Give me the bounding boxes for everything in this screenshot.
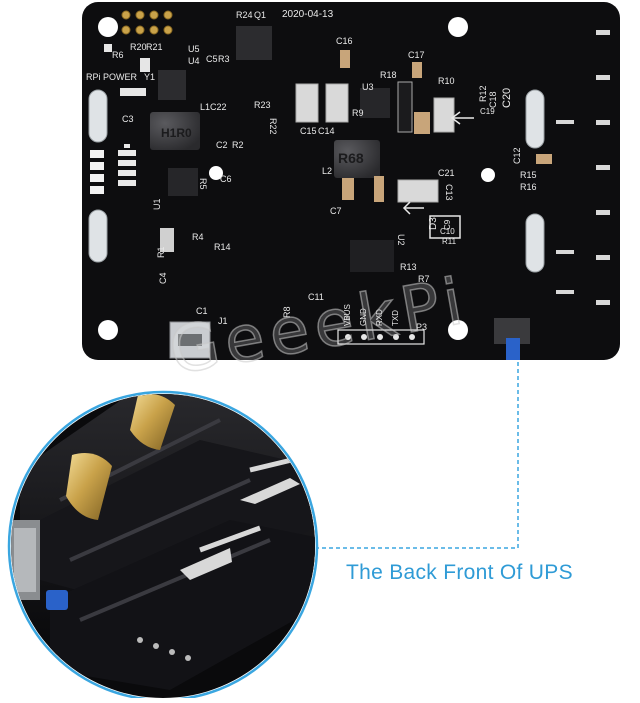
label-rxd: RXD — [375, 309, 384, 326]
label-c11: C11 — [308, 292, 324, 302]
label-j1: J1 — [218, 316, 228, 326]
label-y1: Y1 — [144, 72, 155, 82]
micro-usb-port — [169, 321, 211, 359]
label-c3: C3 — [122, 114, 134, 124]
label-p3: P3 — [416, 322, 427, 332]
label-r5: R5 — [198, 178, 208, 190]
label-d3: D3 — [428, 217, 439, 230]
label-c1: C1 — [196, 306, 208, 316]
power-button — [494, 318, 530, 360]
board-slots — [88, 89, 545, 273]
label-c19: C19 — [480, 107, 495, 116]
zoom-detail-circle — [7, 390, 319, 702]
arrow-markers — [402, 111, 474, 215]
label-c18: C18 — [488, 91, 498, 108]
label-l2: L2 — [322, 166, 332, 176]
label-r23: R23 — [254, 100, 271, 110]
label-r22: R22 — [268, 118, 278, 135]
components — [104, 26, 552, 272]
label-rpi-power: RPi POWER — [86, 72, 138, 82]
label-c14: C14 — [318, 126, 335, 136]
label-r9: R9 — [352, 108, 364, 118]
label-u2: U2 — [396, 234, 406, 246]
label-r24: R24 — [236, 10, 253, 20]
image-caption: The Back Front Of UPS — [346, 561, 573, 584]
pcb-date: 2020-04-13 — [282, 9, 334, 20]
inductor-l1-marking: H1R0 — [161, 126, 192, 140]
uart-header — [337, 329, 425, 345]
label-c15: C15 — [300, 126, 317, 136]
label-c10: C10 — [440, 227, 455, 236]
side-header-pins — [556, 30, 610, 305]
status-leds — [90, 150, 104, 194]
label-r4: R4 — [192, 232, 204, 242]
label-u5: U5 — [188, 44, 200, 54]
label-c13: C13 — [444, 184, 454, 201]
label-u4: U4 — [188, 56, 200, 66]
label-r8: R8 — [282, 306, 292, 318]
label-c22: C22 — [210, 102, 227, 112]
label-r21: R21 — [146, 42, 163, 52]
label-r13: R13 — [400, 262, 417, 272]
label-c16: C16 — [336, 36, 353, 46]
label-c5: C5 — [206, 54, 218, 64]
label-r6: R6 — [112, 50, 124, 60]
label-c9: C9 — [443, 219, 452, 230]
label-c6: C6 — [220, 174, 232, 184]
callout-line — [310, 362, 519, 549]
pcb-board: 2020-04-13 H1R0 R68 R24 Q1 R6 R20 R21 U5… — [82, 2, 620, 360]
label-c17: C17 — [408, 50, 425, 60]
label-r1: R1 — [156, 246, 166, 258]
label-r15: R15 — [520, 170, 537, 180]
label-txd: TXD — [391, 310, 400, 326]
label-u3: U3 — [362, 82, 374, 92]
battery-level-icon — [118, 144, 136, 186]
label-u1: U1 — [152, 198, 162, 210]
label-c20: C20 — [501, 88, 513, 108]
label-r2: R2 — [232, 140, 244, 150]
label-r10: R10 — [438, 76, 455, 86]
label-r3: R3 — [218, 54, 230, 64]
mounting-holes — [98, 17, 495, 340]
label-r20: R20 — [130, 42, 147, 52]
label-r11: R11 — [442, 237, 457, 246]
label-r14: R14 — [214, 242, 231, 252]
label-q1: Q1 — [254, 10, 266, 20]
label-c4: C4 — [158, 272, 168, 284]
gold-header-pins — [121, 10, 173, 35]
label-c2: C2 — [216, 140, 228, 150]
label-c21: C21 — [438, 168, 455, 178]
label-c12: C12 — [512, 147, 522, 164]
label-r16: R16 — [520, 182, 537, 192]
label-gnd: GND — [359, 308, 368, 326]
label-l1: L1 — [200, 102, 210, 112]
label-vbus: VBUS — [343, 304, 352, 326]
label-r12: R12 — [478, 85, 488, 102]
label-r18: R18 — [380, 70, 397, 80]
label-c7: C7 — [330, 206, 342, 216]
label-r7: R7 — [418, 274, 430, 284]
inductor-l2-marking: R68 — [338, 150, 364, 166]
